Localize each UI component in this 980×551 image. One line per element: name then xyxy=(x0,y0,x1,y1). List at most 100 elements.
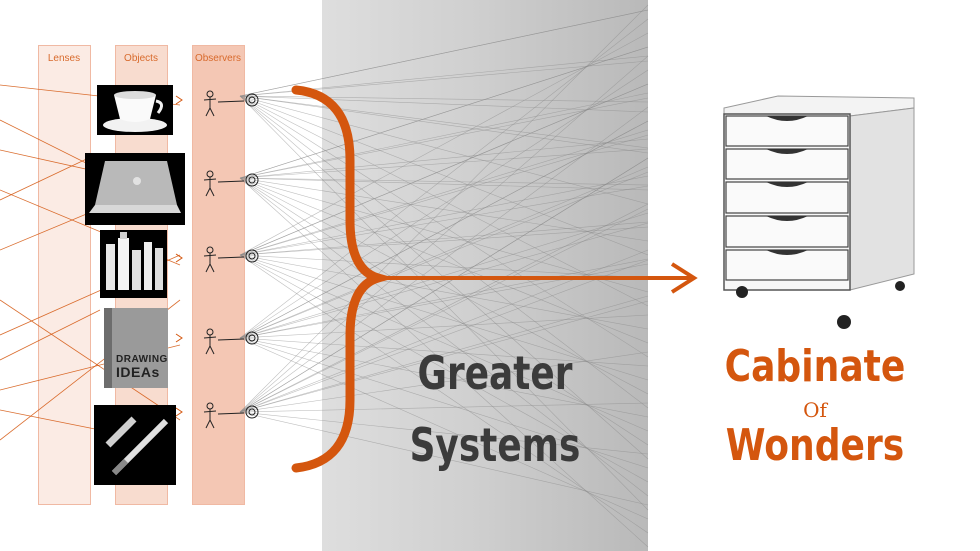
projection-line xyxy=(239,177,649,191)
projection-line xyxy=(239,95,649,113)
small-arrow-icon xyxy=(175,407,183,417)
projection-line xyxy=(239,337,649,418)
observer-figure-icon xyxy=(203,402,259,429)
projection-line xyxy=(239,92,649,179)
projection-line xyxy=(239,69,649,339)
projection-line xyxy=(239,185,649,256)
objects-label: Objects xyxy=(124,53,158,64)
projection-line xyxy=(239,9,649,97)
projection-line xyxy=(239,95,649,511)
book-spine xyxy=(104,308,112,388)
projection-line xyxy=(239,402,649,413)
laptop-image xyxy=(85,153,185,225)
small-arrow-icon xyxy=(175,95,183,105)
result-line2: Of xyxy=(803,398,827,422)
observers-label: Observers xyxy=(194,53,242,64)
projection-line xyxy=(239,138,649,179)
projection-line xyxy=(239,258,649,339)
projection-line xyxy=(239,177,649,242)
projection-line xyxy=(239,259,649,413)
projection-line xyxy=(239,222,649,339)
arrow-head-icon xyxy=(670,262,698,294)
projection-line xyxy=(239,337,649,469)
lenses-label: Lenses xyxy=(47,53,81,64)
laptop-icon xyxy=(89,161,181,213)
projection-line xyxy=(239,129,649,256)
projection-line xyxy=(239,411,649,455)
projection-line xyxy=(239,177,649,186)
observer-figure-icon xyxy=(203,90,259,117)
projection-line xyxy=(239,83,649,256)
projection-line xyxy=(239,203,649,413)
projection-line xyxy=(239,226,649,256)
projection-line xyxy=(239,95,649,205)
observers-column xyxy=(192,45,245,505)
greater-systems-line2: Systems xyxy=(409,418,581,472)
book-title-line1: DRAWING xyxy=(116,354,168,365)
greater-systems-line1: Greater xyxy=(417,346,573,400)
cosmetics-bottles-image xyxy=(100,230,167,298)
cabinet-image xyxy=(723,95,915,329)
teacup-icon xyxy=(103,91,167,132)
projection-line xyxy=(239,157,649,413)
projection-line xyxy=(239,177,649,395)
pens-icon xyxy=(105,416,169,476)
projection-line xyxy=(239,208,649,413)
projection-line xyxy=(239,337,649,367)
book-title: DRAWING IDEAs xyxy=(116,354,168,380)
teacup-image xyxy=(97,85,173,135)
projection-line xyxy=(239,95,649,256)
lens-line xyxy=(0,409,101,431)
projection-line xyxy=(239,177,649,497)
projection-line xyxy=(239,254,649,534)
projection-line xyxy=(239,295,649,413)
projection-line xyxy=(239,175,649,256)
lens-line xyxy=(0,119,101,171)
projection-line xyxy=(239,95,649,149)
projection-line xyxy=(239,254,649,330)
projection-line xyxy=(239,254,649,432)
observer-figure-icon xyxy=(203,328,259,355)
projection-line xyxy=(239,351,649,413)
projection-line xyxy=(239,95,649,307)
projection-line xyxy=(239,254,649,381)
projection-line xyxy=(239,337,649,520)
projection-line xyxy=(239,314,649,339)
lens-line xyxy=(0,154,96,201)
projection-line xyxy=(239,97,649,179)
result-line1: Cabinate xyxy=(724,341,906,392)
projection-line xyxy=(239,177,649,293)
projection-line xyxy=(239,4,649,413)
projection-line xyxy=(239,177,649,548)
book-title-line2: IDEAs xyxy=(116,364,160,380)
projection-line xyxy=(239,411,649,506)
projection-line xyxy=(239,95,649,103)
projection-line xyxy=(239,263,649,339)
projection-line xyxy=(239,18,649,339)
projection-line xyxy=(239,171,649,339)
projection-line xyxy=(239,221,649,256)
projection-line xyxy=(239,55,649,413)
small-arrow-icon xyxy=(175,333,183,343)
projection-line xyxy=(239,148,649,179)
projection-line xyxy=(239,120,649,339)
projection-line xyxy=(239,32,649,256)
projection-line xyxy=(239,254,649,279)
bottles-icon xyxy=(106,232,163,290)
projection-line xyxy=(239,95,649,409)
observer-figure-icon xyxy=(203,246,259,273)
projection-line xyxy=(239,177,649,446)
result-line3: Wonders xyxy=(725,420,905,471)
projection-line xyxy=(239,212,649,339)
projection-line xyxy=(239,166,649,339)
projection-line xyxy=(239,254,649,483)
pens-image xyxy=(94,405,176,485)
lens-line xyxy=(0,299,181,421)
observer-figure-icon xyxy=(203,170,259,197)
projection-line xyxy=(239,106,649,413)
projection-line xyxy=(239,46,649,179)
lenses-column xyxy=(38,45,91,505)
projection-line xyxy=(239,95,649,154)
drawing-ideas-book-image: DRAWING IDEAs xyxy=(104,308,168,388)
